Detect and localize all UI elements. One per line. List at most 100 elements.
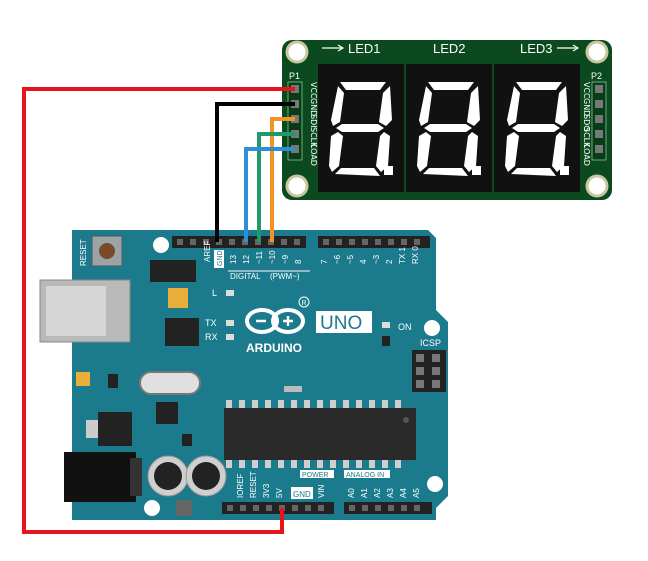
board-hole (153, 237, 169, 253)
icsp-header-small (150, 260, 196, 282)
pin-7-label: 7 (320, 259, 329, 264)
header-pin (595, 130, 603, 138)
p2-label-sclk: SCLK (582, 127, 591, 148)
reset-label: RESET (79, 239, 88, 266)
on-led (382, 322, 390, 328)
solder-pads (168, 288, 188, 308)
on-label: ON (398, 322, 412, 332)
led-l (226, 290, 234, 296)
component (182, 434, 192, 446)
a0-label: A0 (347, 488, 356, 498)
usb-chip (165, 318, 199, 346)
component (382, 336, 390, 346)
digit-2 (406, 64, 492, 192)
logo-right-ring (271, 308, 305, 334)
5v-label: 5V (275, 488, 284, 498)
board-hole (424, 320, 440, 336)
component (176, 500, 192, 516)
wire-gnd (215, 102, 295, 242)
led-rx (226, 334, 234, 340)
power-label-bg (300, 470, 334, 478)
power-jack (64, 452, 136, 502)
bottom-header-pins (227, 505, 420, 511)
arduino-logo-text: ARDUINO (246, 341, 302, 355)
uno-text: UNO (320, 313, 362, 334)
registered-circle (298, 296, 310, 308)
mount-hole (285, 174, 309, 198)
wires (22, 87, 295, 534)
pin-tx1-label: TX 1 (398, 247, 407, 264)
led-tx-label: TX (205, 318, 217, 328)
display-module: LED1 LED2 LED3 P1 VCC GND SDI SCLK LOAD … (282, 40, 612, 200)
3v3-label: 3V3 (262, 483, 271, 498)
arduino-board: RESET L TX RX (39, 230, 448, 520)
pin-4-label: 4 (359, 259, 368, 264)
gnd-highlight (214, 250, 224, 268)
pin-9-label: ~9 (281, 254, 290, 264)
led-tx (226, 320, 234, 326)
capacitor-top (154, 462, 182, 490)
vin-label: VIN (317, 484, 326, 498)
wire-load-pin12 (244, 147, 295, 242)
p2-label-load: LOAD (582, 144, 591, 166)
mount-hole (585, 174, 609, 198)
gnd-bottom-label: GND (293, 490, 311, 499)
power-jack-side (130, 458, 142, 496)
uno-badge (316, 311, 372, 333)
chip-pins (226, 400, 401, 468)
p2-label-gnd: GND (582, 98, 591, 116)
a4-label: A4 (399, 488, 408, 498)
power-header (222, 502, 334, 514)
pin-label-gnd: GND (309, 98, 318, 116)
wire-sdi-pin10 (270, 117, 295, 242)
aref-label: AREF (203, 241, 212, 262)
pin-11-label: ~11 (255, 250, 264, 264)
pin-label-vcc: VCC (309, 82, 318, 99)
power-label: POWER (302, 472, 328, 479)
led3-label: LED3 (520, 41, 553, 56)
header-pin (595, 115, 603, 123)
arrow-head (337, 44, 345, 52)
small-chip (156, 402, 178, 424)
pin-10-label: ~10 (268, 250, 277, 264)
ioref-label: IOREF (236, 473, 245, 498)
a3-label: A3 (386, 488, 395, 498)
component-pad (76, 372, 90, 386)
led-rx-label: RX (205, 332, 218, 342)
header-pin (595, 100, 603, 108)
usb-face (46, 286, 106, 336)
board-hole (144, 500, 160, 516)
pin-2-label: 2 (385, 259, 394, 264)
logo-left-ring (245, 308, 279, 334)
p2-pin-labels: VCC GND SDO SCLK LOAD (582, 82, 591, 166)
wire-sclk-pin11 (257, 132, 295, 242)
digit-1 (318, 64, 404, 192)
pin-label-sdi: SDI (309, 114, 318, 128)
p2-label: P2 (591, 71, 602, 81)
p1-label: P1 (289, 71, 300, 81)
component (108, 374, 118, 388)
analog-label: ANALOG IN (346, 472, 384, 479)
a5-label: A5 (412, 488, 421, 498)
header-pin (595, 145, 603, 153)
pin-8-label: 8 (294, 259, 303, 264)
arrow-head (572, 44, 580, 52)
led2-label: LED2 (433, 41, 466, 56)
p2-label-sdo: SDO (582, 114, 591, 132)
a1-label: A1 (360, 488, 369, 498)
pin-label-load: LOAD (309, 144, 318, 166)
crystal (139, 371, 201, 395)
pin-12-label: 12 (242, 255, 251, 264)
arduino-logo: R ARDUINO (245, 296, 310, 355)
digital-header-right (318, 236, 430, 248)
pin-6-label: ~6 (333, 254, 342, 264)
pin-rx0-label: RX 0 (411, 246, 420, 264)
p2-pins (595, 85, 603, 153)
p2-label-vcc: VCC (582, 82, 591, 99)
header-pin (595, 85, 603, 93)
pin-5-label: ~5 (346, 254, 355, 264)
analog-label-bg (344, 470, 390, 478)
led-l-label: L (212, 288, 217, 298)
resistor-pack (284, 386, 302, 392)
